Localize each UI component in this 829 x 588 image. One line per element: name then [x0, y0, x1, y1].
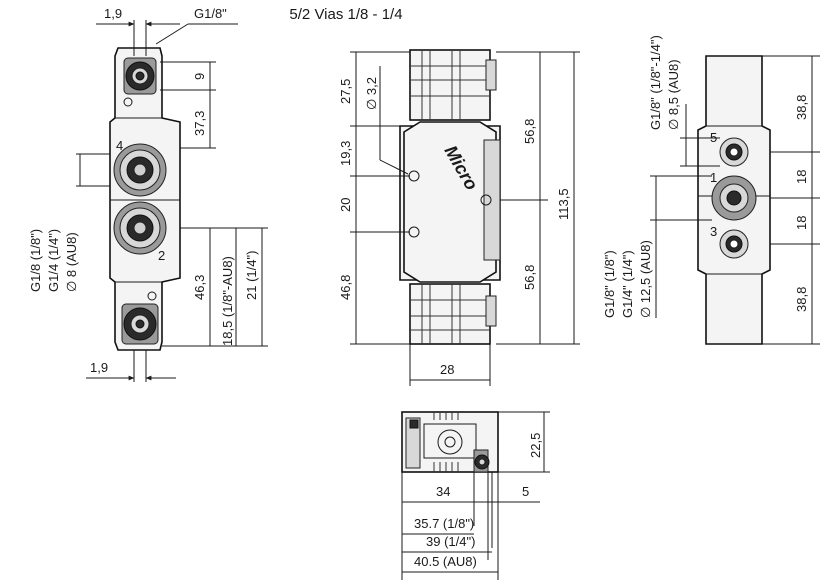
right-view: 5 1 3 38,8 18 18 38,8 G1/8" (1/8"-1/4") … [602, 35, 820, 345]
left-dim-37-3: 37,3 [192, 111, 207, 136]
left-dim-bottom-width: 1,9 [90, 360, 108, 375]
center-view: Micro 27,5 19,3 20 46,8 ∅ 3,2 [338, 49, 580, 386]
bottom-dim-5: 5 [522, 484, 529, 499]
left-port-g18: G1/8 (1/8") [28, 229, 43, 292]
left-port-d8: ∅ 8 (AU8) [64, 232, 79, 292]
left-dim-9: 9 [192, 73, 207, 80]
left-bottom-fitting [121, 303, 159, 345]
drawing-title: 5/2 Vias 1/8 - 1/4 [289, 6, 402, 23]
right-port-g18: G1/8" (1/8") [602, 250, 617, 318]
right-port-3 [719, 229, 749, 259]
bottom-dim-39: 39 (1/4") [426, 534, 475, 549]
center-dim-28: 28 [440, 362, 454, 377]
left-port-top-label: G1/8" [194, 6, 227, 21]
center-dim-113-5: 113,5 [556, 188, 571, 220]
right-port-num-3: 3 [710, 224, 717, 239]
left-dim-46-3: 46,3 [192, 275, 207, 300]
right-port-top: G1/8" (1/8"-1/4") [648, 35, 663, 130]
left-dim-top-width: 1,9 [104, 6, 122, 21]
bottom-dim-35-7: 35.7 (1/8") [414, 516, 474, 531]
center-dim-46-8: 46,8 [338, 275, 353, 300]
left-port-g14: G1/4 (1/4") [46, 229, 61, 292]
left-port-4 [113, 143, 167, 197]
right-port-1 [711, 175, 757, 221]
left-port-2 [113, 201, 167, 255]
bottom-dim-22-5: 22,5 [528, 433, 543, 458]
right-port-5 [719, 137, 749, 167]
bottom-view: 22,5 34 5 35.7 (1/8") 39 (1/4") 40.5 (AU… [401, 411, 550, 580]
bottom-dim-40-5: 40.5 (AU8) [414, 554, 477, 569]
left-view: 4 2 1,9 G1/8" 9 37,3 [28, 6, 268, 382]
center-dim-27-5: 27,5 [338, 79, 353, 104]
right-port-d12-5: ∅ 12,5 (AU8) [638, 240, 653, 318]
left-dim-21: 21 (1/4") [244, 251, 259, 300]
right-port-top-d: ∅ 8,5 (AU8) [666, 59, 681, 130]
center-dim-19-3: 19,3 [338, 141, 353, 166]
left-dim-18-5: 18,5 (1/8"-AU8) [220, 256, 235, 346]
center-dim-d3-2: ∅ 3,2 [364, 77, 379, 110]
bottom-dim-34: 34 [436, 484, 450, 499]
right-dim-38-8-top: 38,8 [794, 95, 809, 120]
left-port-num-4: 4 [116, 138, 123, 153]
left-top-fitting [123, 57, 157, 95]
right-port-num-1: 1 [710, 170, 717, 185]
center-dim-56-8-top: 56,8 [522, 119, 537, 144]
left-port-num-2: 2 [158, 248, 165, 263]
right-dim-18-a: 18 [794, 170, 809, 184]
right-dim-18-b: 18 [794, 216, 809, 230]
center-dim-20: 20 [338, 198, 353, 212]
right-dim-38-8-bottom: 38,8 [794, 287, 809, 312]
bottom-view-fitting [473, 449, 490, 473]
right-port-g14: G1/4" (1/4") [620, 250, 635, 318]
center-dim-56-8-bottom: 56,8 [522, 265, 537, 290]
